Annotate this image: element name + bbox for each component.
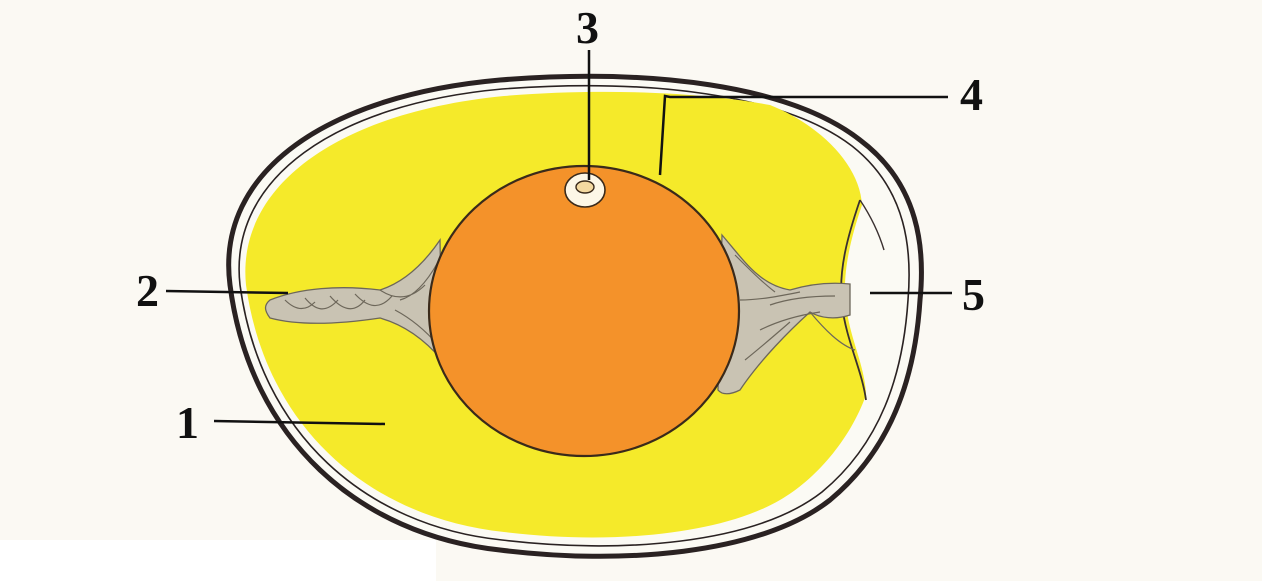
label-albumen: 1 <box>176 400 199 446</box>
germinal-disc <box>565 173 605 207</box>
label-air-cell: 5 <box>962 272 985 318</box>
blank-corner <box>0 540 436 581</box>
label-shell-membrane: 4 <box>960 72 983 118</box>
yolk <box>429 166 739 456</box>
label-chalaza: 2 <box>136 268 159 314</box>
label-germinal-disc: 3 <box>576 5 599 51</box>
